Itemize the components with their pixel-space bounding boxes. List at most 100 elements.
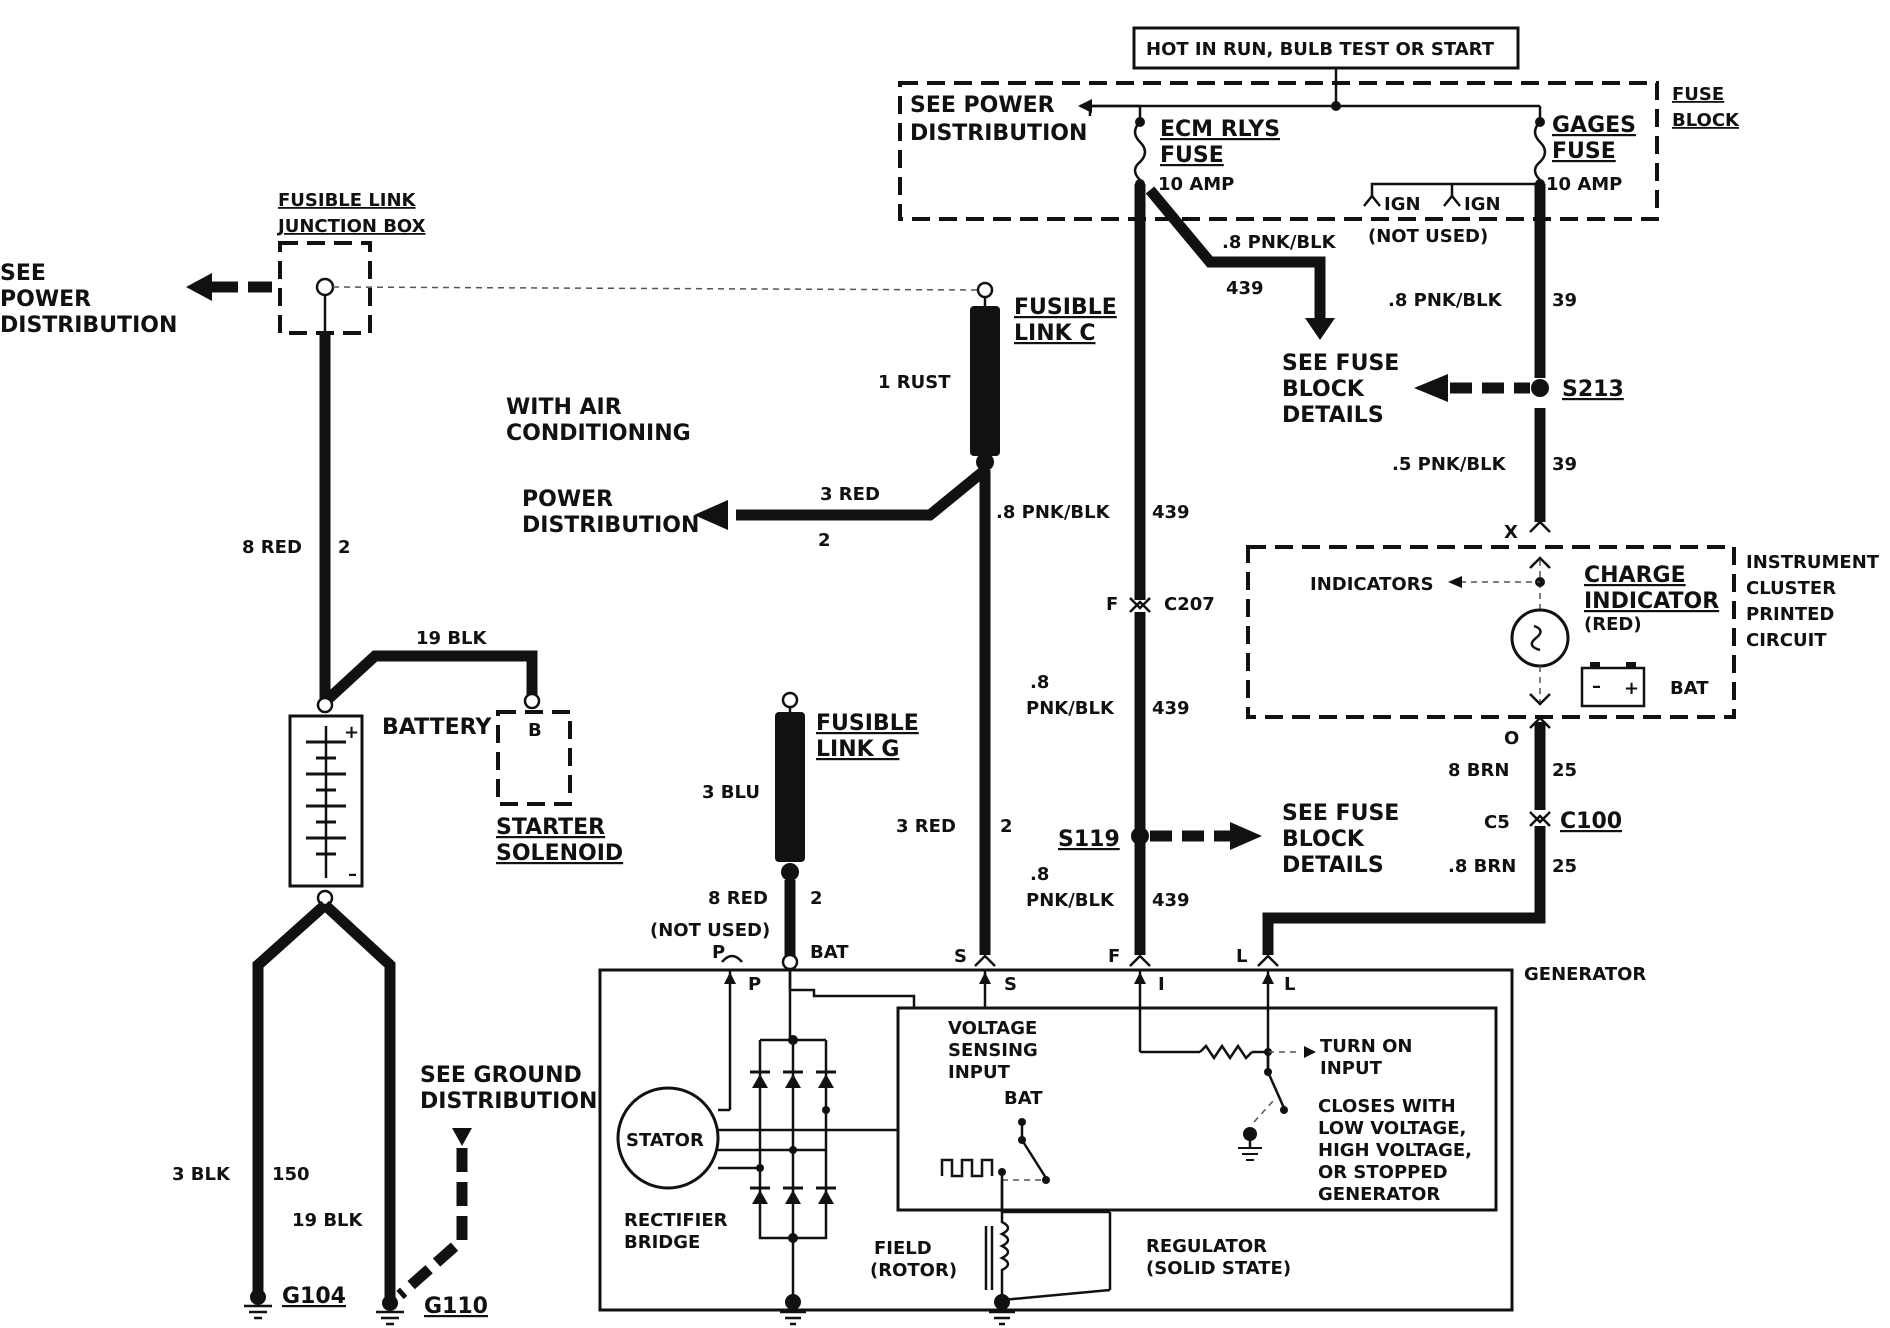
hot-in-run-box [1132,26,1520,70]
ign-not-used-label: (NOT USED) [1368,226,1488,247]
svg-text:.8 PNK/BLK: .8 PNK/BLK [1388,290,1503,311]
svg-text:+: + [1624,678,1639,699]
svg-text:PNK/BLK: PNK/BLK [1026,890,1115,911]
svg-text:BAT: BAT [1670,678,1709,699]
svg-text:–: – [1592,676,1601,697]
svg-text:439: 439 [1226,278,1264,299]
gages-fuse-label: GAGES [1552,113,1636,138]
svg-text:1 RUST: 1 RUST [878,372,951,393]
svg-text:POWER: POWER [0,287,91,312]
fuse-block-label: FUSE [1672,84,1724,105]
svg-text:DISTRIBUTION: DISTRIBUTION [420,1089,597,1114]
svg-text:2: 2 [818,530,831,551]
svg-text:BRIDGE: BRIDGE [624,1232,700,1253]
instrument-cluster-outline [1246,545,1736,719]
generator-label: GENERATOR [1524,964,1646,985]
svg-text:+: + [344,722,359,743]
svg-text:3 RED: 3 RED [896,816,956,837]
svg-text:DETAILS: DETAILS [1282,853,1384,878]
see-power-distribution-left: SEE [0,261,46,286]
battery-label: BATTERY [382,715,492,740]
ecm-fuse-label: ECM RLYS [1160,117,1280,142]
svg-text:VOLTAGE: VOLTAGE [948,1018,1037,1039]
svg-text:L: L [1284,974,1295,995]
svg-text:P: P [712,942,725,963]
svg-text:19 BLK: 19 BLK [416,628,488,649]
gages-fuse-symbol [1533,121,1547,181]
svg-text:OR STOPPED: OR STOPPED [1318,1162,1448,1183]
svg-text:DETAILS: DETAILS [1282,403,1384,428]
svg-text:DISTRIBUTION: DISTRIBUTION [910,121,1087,146]
see-power-distribution-top: SEE POWER [910,93,1055,118]
svg-text:C5: C5 [1484,812,1510,833]
svg-text:2: 2 [338,537,351,558]
arrow-left-icon [186,273,212,301]
battery-warning-icon [1580,666,1646,708]
arrow-down-icon [452,1128,472,1146]
svg-text:PNK/BLK: PNK/BLK [1026,698,1115,719]
svg-text:S: S [954,946,967,967]
starter-solenoid [496,710,572,806]
svg-text:CLUSTER: CLUSTER [1746,578,1836,599]
rectifier-bridge [750,970,836,1243]
svg-text:P: P [748,974,761,995]
see-fuse-block-details-1: SEE FUSE [1282,351,1399,376]
svg-text:8 RED: 8 RED [242,537,302,558]
svg-text:FUSE: FUSE [1552,139,1616,164]
svg-text:X: X [1504,522,1518,543]
svg-text:8 BRN: 8 BRN [1448,760,1509,781]
svg-text:LINK C: LINK C [1014,321,1095,346]
g104-label: G104 [282,1284,346,1309]
power-distribution-mid: POWER [522,487,613,512]
svg-text:.8: .8 [1030,864,1049,885]
arrow-left-icon [694,500,728,530]
svg-text:REGULATOR: REGULATOR [1146,1236,1267,1257]
arrow-right-icon [1230,822,1262,850]
ground-icon [1238,1147,1262,1161]
svg-text:(RED): (RED) [1584,614,1642,635]
regulator-box [896,1006,1498,1212]
svg-text:STATOR: STATOR [626,1130,704,1151]
arrow-left-icon [1414,374,1448,402]
fusible-link-g [775,712,805,862]
fusible-link-junction-box-label: FUSIBLE LINK [278,190,417,211]
svg-text:25: 25 [1552,760,1577,781]
fusible-link-c [970,306,1000,456]
svg-text:L: L [1236,946,1247,967]
svg-text:DISTRIBUTION: DISTRIBUTION [0,313,177,338]
c100-label: C100 [1560,809,1622,834]
svg-text:.8: .8 [1030,672,1049,693]
fusible-link-g-label: FUSIBLE [816,711,919,736]
with-ac-label: WITH AIR [506,395,622,420]
arrow-down-icon [1305,318,1335,340]
svg-text:PRINTED: PRINTED [1746,604,1834,625]
svg-text:3 BLK: 3 BLK [172,1164,231,1185]
arrow-right-icon [1304,1046,1316,1058]
svg-text:439: 439 [1152,890,1190,911]
svg-text:3 RED: 3 RED [820,484,880,505]
svg-text:CONDITIONING: CONDITIONING [506,421,691,446]
arrow-left-icon [1078,99,1092,113]
starter-solenoid-label: STARTER [496,815,605,840]
charge-indicator-bulb [1510,608,1570,668]
ground-g104-icon [244,1304,272,1320]
ecm-fuse-symbol [1133,121,1147,181]
svg-text:BLOCK: BLOCK [1282,377,1365,402]
svg-text:(SOLID STATE): (SOLID STATE) [1146,1258,1291,1279]
svg-text:INPUT: INPUT [1320,1058,1383,1079]
svg-text:S: S [1004,974,1017,995]
svg-text:O: O [1504,728,1519,749]
svg-text:SENSING: SENSING [948,1040,1038,1061]
svg-text:(NOT USED): (NOT USED) [650,920,770,941]
s119-label: S119 [1058,827,1120,852]
svg-text:–: – [348,864,357,885]
svg-text:2: 2 [1000,816,1013,837]
svg-text:LOW VOLTAGE,: LOW VOLTAGE, [1318,1118,1466,1139]
hot-in-run-label: HOT IN RUN, BULB TEST OR START [1146,39,1495,60]
svg-text:FIELD: FIELD [874,1238,932,1259]
svg-text:.8 PNK/BLK: .8 PNK/BLK [996,502,1111,523]
svg-text:I: I [1158,974,1165,995]
see-fuse-block-details-2: SEE FUSE [1282,801,1399,826]
svg-text:INDICATOR: INDICATOR [1584,589,1719,614]
svg-text:HIGH VOLTAGE,: HIGH VOLTAGE, [1318,1140,1472,1161]
